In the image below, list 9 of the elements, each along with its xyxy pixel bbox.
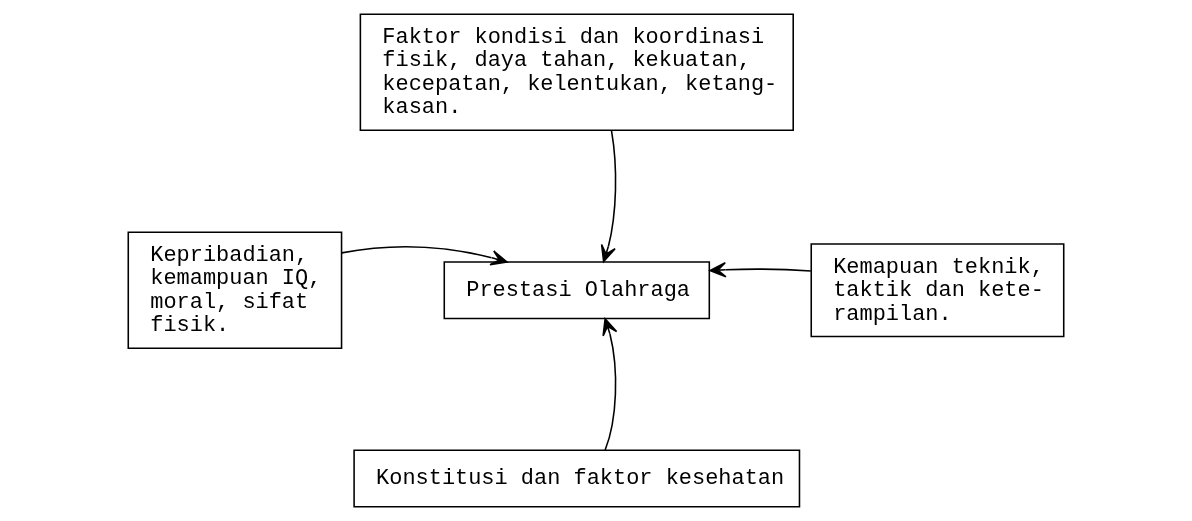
node-box: Kepribadian, kemampuan IQ, moral, sifat fisik. — [127, 231, 343, 350]
arrow — [602, 318, 618, 451]
node-box: Kemapuan teknik, taktik dan kete- rampilan. — [810, 243, 1065, 338]
arrow — [340, 246, 508, 266]
arrow — [709, 261, 812, 278]
node-box: Konstitusi dan faktor kesehatan — [353, 449, 801, 508]
node-box: Faktor kondisi dan koordinasi fisik, daya tahan, kekuatan, kecepatan, kelentukan, ketang- kasan. — [359, 13, 794, 132]
node-box: Prestasi Olahraga — [443, 261, 711, 320]
arrow — [600, 130, 617, 263]
